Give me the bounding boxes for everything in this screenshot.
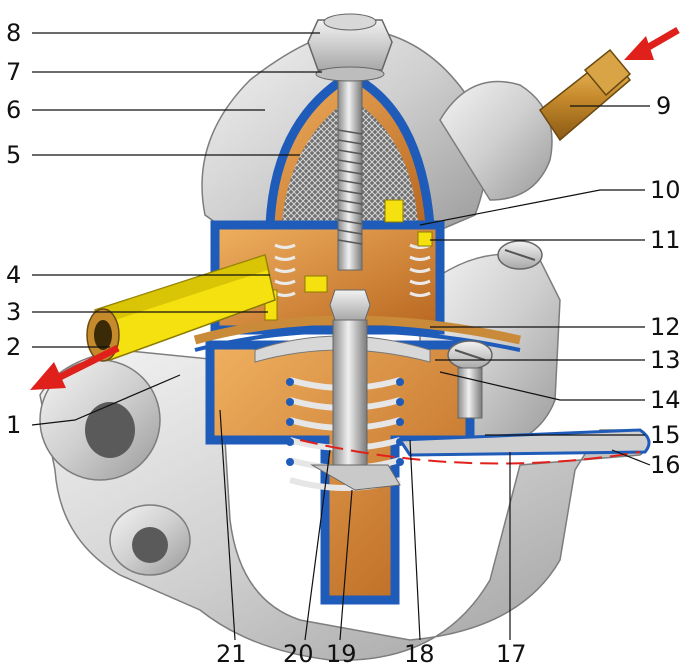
valve-seats xyxy=(264,199,433,321)
callout-labels: 8 7 6 5 4 3 2 1 9 10 11 12 13 14 15 16 1… xyxy=(6,19,681,668)
spring-coils-blue xyxy=(286,378,404,466)
callout-21: 21 xyxy=(216,640,247,668)
lever-screw xyxy=(447,340,493,419)
callout-13: 13 xyxy=(650,346,681,374)
callout-15: 15 xyxy=(650,421,681,449)
outlet-flow-arrow xyxy=(30,344,120,390)
callout-1: 1 xyxy=(6,411,21,439)
arrow-down-left-icon xyxy=(30,362,66,390)
callout-5: 5 xyxy=(6,141,21,169)
callout-11: 11 xyxy=(650,226,681,254)
callout-20: 20 xyxy=(283,640,314,668)
callout-8: 8 xyxy=(6,19,21,47)
lever-travel-guide xyxy=(299,439,641,465)
diaphragm-rod xyxy=(310,289,401,491)
callout-12: 12 xyxy=(650,313,681,341)
callout-19: 19 xyxy=(326,640,357,668)
inlet-fitting xyxy=(538,48,632,142)
callout-17: 17 xyxy=(496,640,527,668)
outlet-fitting xyxy=(86,254,276,362)
callout-3: 3 xyxy=(6,298,21,326)
valve-spring-left xyxy=(274,243,296,297)
arrow-down-left-icon xyxy=(624,36,654,60)
cover-screw xyxy=(497,240,543,270)
valve-spring-right xyxy=(409,243,431,297)
callout-6: 6 xyxy=(6,96,21,124)
callout-2: 2 xyxy=(6,333,21,361)
inlet-flow-arrow xyxy=(624,26,680,60)
callout-10: 10 xyxy=(650,176,681,204)
top-nut xyxy=(307,13,393,82)
callout-4: 4 xyxy=(6,261,21,289)
callout-18: 18 xyxy=(404,640,435,668)
top-bolt xyxy=(337,64,363,271)
callout-7: 7 xyxy=(6,58,21,86)
callout-16: 16 xyxy=(650,451,681,479)
callout-9: 9 xyxy=(656,92,671,120)
spring-valves xyxy=(274,243,431,297)
callout-14: 14 xyxy=(650,386,681,414)
leader-lines xyxy=(31,32,651,641)
priming-lever xyxy=(397,428,651,457)
